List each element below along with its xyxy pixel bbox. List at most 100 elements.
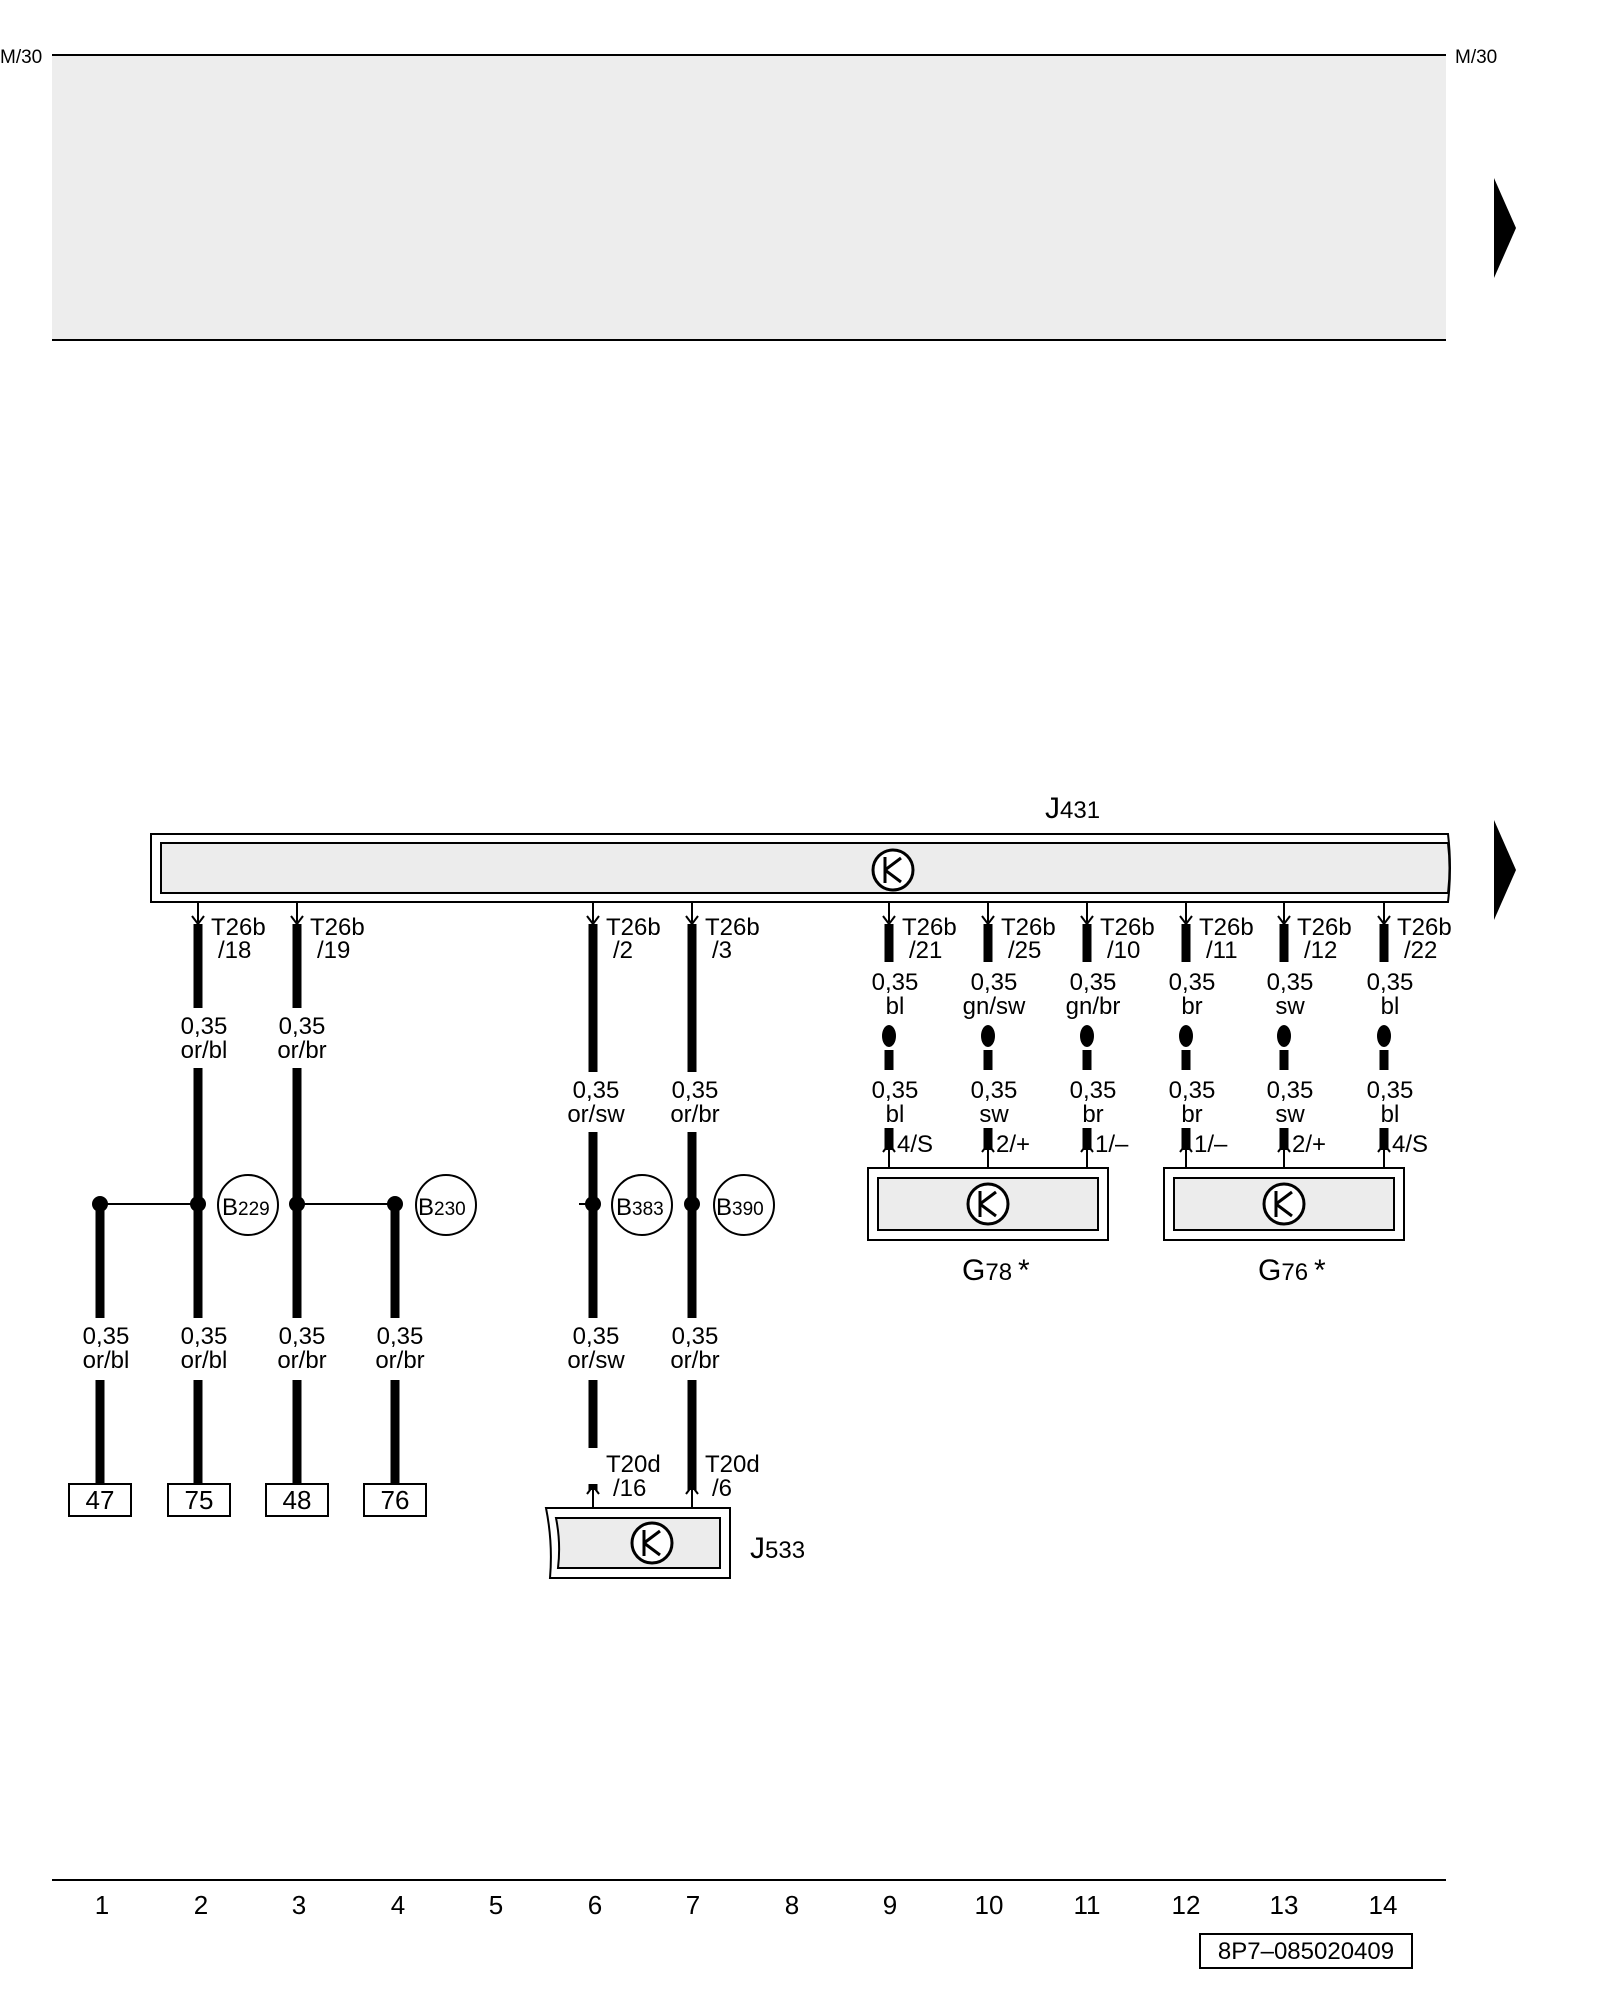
svg-text:0,35: 0,35 <box>971 1077 1018 1104</box>
svg-text:br: br <box>1181 1101 1202 1128</box>
ref-box-75 <box>167 1483 231 1517</box>
svg-text:48: 48 <box>283 1485 312 1515</box>
svg-text:/19: /19 <box>317 937 350 964</box>
svg-text:or/bl: or/bl <box>181 1037 228 1064</box>
svg-text:B390: B390 <box>716 1194 764 1221</box>
svg-text:3: 3 <box>292 1890 306 1920</box>
svg-text:4/S: 4/S <box>1392 1131 1428 1158</box>
splice-b230: B230 <box>415 1174 477 1236</box>
t26b-labels: T26b/18 T26b/19 T26b/2 T26b/3 T26b/21 T2… <box>211 914 1452 964</box>
svg-text:11: 11 <box>1074 1890 1101 1920</box>
svg-text:0,35: 0,35 <box>1267 969 1314 996</box>
svg-text:T26b: T26b <box>1001 914 1056 941</box>
splice-b229: B229 <box>217 1174 279 1236</box>
svg-text:6: 6 <box>588 1890 602 1920</box>
svg-text:2/+: 2/+ <box>996 1131 1030 1158</box>
splice-b390: B390 <box>713 1174 775 1236</box>
splice-b383: B383 <box>611 1174 673 1236</box>
svg-text:T26b: T26b <box>606 914 661 941</box>
svg-text:/3: /3 <box>712 937 732 964</box>
svg-text:T26b: T26b <box>1297 914 1352 941</box>
g76-sensor: G76* <box>1163 1167 1405 1287</box>
svg-text:0,35: 0,35 <box>872 1077 919 1104</box>
svg-text:8: 8 <box>785 1890 799 1920</box>
g76-control-symbol-icon <box>1262 1182 1306 1226</box>
svg-text:/22: /22 <box>1404 937 1437 964</box>
svg-text:or/br: or/br <box>670 1347 719 1374</box>
ref-box-47 <box>68 1483 132 1517</box>
svg-text:0,35: 0,35 <box>279 1323 326 1350</box>
svg-text:T20d: T20d <box>705 1451 760 1478</box>
svg-text:/12: /12 <box>1304 937 1337 964</box>
column-numbers: 1 2 3 4 5 6 7 8 9 10 11 12 13 14 <box>95 1890 1398 1920</box>
g76-label: G76* <box>1258 1254 1326 1287</box>
svg-text:or/br: or/br <box>375 1347 424 1374</box>
svg-text:1: 1 <box>95 1890 109 1920</box>
g78-control-symbol-icon <box>966 1182 1010 1226</box>
svg-text:0,35: 0,35 <box>181 1323 228 1350</box>
svg-text:/11: /11 <box>1206 937 1238 964</box>
svg-text:/25: /25 <box>1008 937 1041 964</box>
svg-text:/16: /16 <box>613 1475 646 1502</box>
page-continue-arrow-icon <box>1494 178 1516 278</box>
svg-text:7: 7 <box>686 1890 700 1920</box>
svg-text:1/–: 1/– <box>1194 1131 1228 1158</box>
ref-box-76 <box>363 1483 427 1517</box>
svg-text:/18: /18 <box>218 937 251 964</box>
wire-connectors <box>882 1025 1391 1047</box>
svg-text:0,35: 0,35 <box>1367 1077 1414 1104</box>
svg-text:0,35: 0,35 <box>279 1013 326 1040</box>
g78-label: G78* <box>962 1254 1030 1287</box>
svg-text:gn/sw: gn/sw <box>963 993 1026 1020</box>
svg-text:0,35: 0,35 <box>1169 1077 1216 1104</box>
svg-text:4: 4 <box>391 1890 405 1920</box>
svg-text:0,35: 0,35 <box>672 1077 719 1104</box>
header-left-ref: M/30 <box>0 47 42 68</box>
svg-text:4/S: 4/S <box>897 1131 933 1158</box>
j533-label: J533 <box>750 1532 805 1565</box>
svg-text:1/–: 1/– <box>1095 1131 1129 1158</box>
svg-text:sw: sw <box>979 1101 1009 1128</box>
svg-text:0,35: 0,35 <box>1070 1077 1117 1104</box>
svg-text:gn/br: gn/br <box>1066 993 1121 1020</box>
svg-text:T26b: T26b <box>1397 914 1452 941</box>
svg-text:0,35: 0,35 <box>1267 1077 1314 1104</box>
svg-text:14: 14 <box>1369 1890 1398 1920</box>
header-panel <box>52 56 1446 339</box>
diagram-continue-arrow-icon <box>1494 820 1516 920</box>
doc-number-box <box>1199 1933 1413 1969</box>
j431-control-symbol-icon <box>871 848 915 892</box>
svg-text:sw: sw <box>1275 993 1305 1020</box>
t20d-labels: T20d/16 T20d/6 <box>606 1451 760 1502</box>
ref-box-48 <box>265 1483 329 1517</box>
svg-text:12: 12 <box>1172 1890 1201 1920</box>
svg-text:or/bl: or/bl <box>83 1347 130 1374</box>
svg-text:0,35: 0,35 <box>181 1013 228 1040</box>
svg-text:B383: B383 <box>616 1194 664 1221</box>
j533-control-symbol-icon <box>630 1521 674 1565</box>
svg-text:B230: B230 <box>418 1194 466 1221</box>
svg-text:2/+: 2/+ <box>1292 1131 1326 1158</box>
svg-text:0,35: 0,35 <box>83 1323 130 1350</box>
svg-text:or/sw: or/sw <box>567 1101 625 1128</box>
svg-text:or/br: or/br <box>277 1347 326 1374</box>
svg-text:0,35: 0,35 <box>971 969 1018 996</box>
svg-text:B229: B229 <box>222 1194 270 1221</box>
svg-text:0,35: 0,35 <box>573 1323 620 1350</box>
svg-text:/2: /2 <box>613 937 633 964</box>
svg-text:/21: /21 <box>909 937 942 964</box>
svg-text:T26b: T26b <box>1100 914 1155 941</box>
svg-text:T26b: T26b <box>705 914 760 941</box>
svg-text:76: 76 <box>381 1485 410 1515</box>
svg-text:5: 5 <box>489 1890 503 1920</box>
svg-text:bl: bl <box>886 993 905 1020</box>
svg-text:bl: bl <box>1381 1101 1400 1128</box>
svg-text:2: 2 <box>194 1890 208 1920</box>
svg-text:0,35: 0,35 <box>872 969 919 996</box>
svg-text:75: 75 <box>185 1485 214 1515</box>
svg-text:T26b: T26b <box>902 914 957 941</box>
svg-text:47: 47 <box>86 1485 115 1515</box>
svg-text:T26b: T26b <box>310 914 365 941</box>
